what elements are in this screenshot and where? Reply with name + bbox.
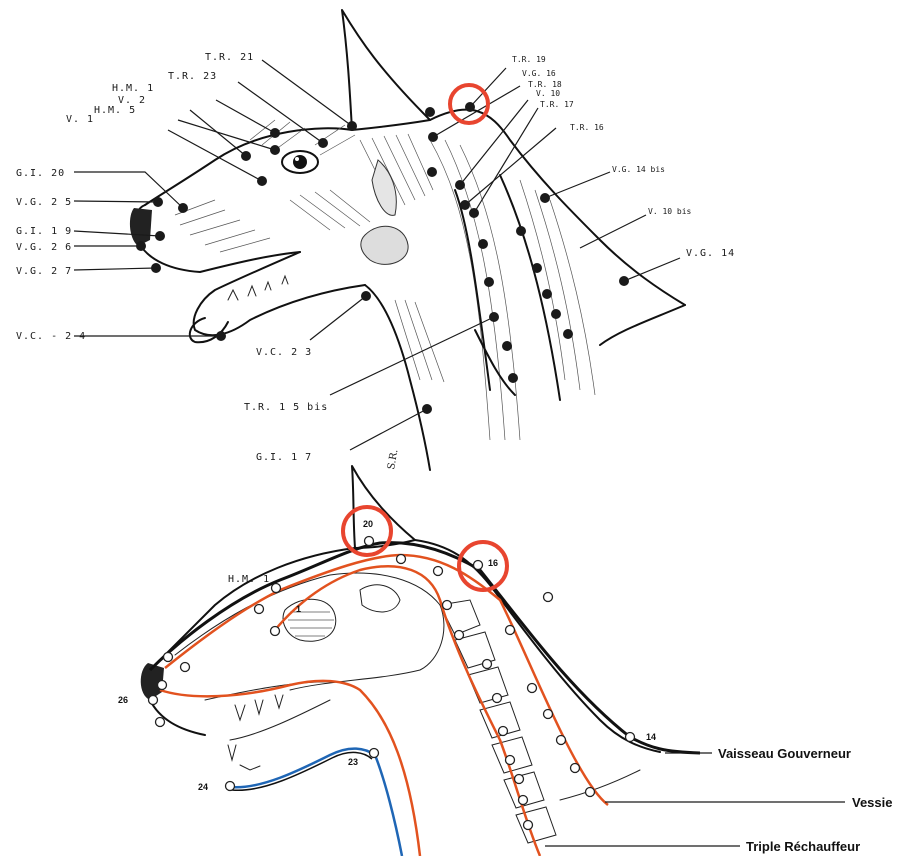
skull-mark-1: 1 (296, 604, 301, 614)
meridian-label-vaisseau-gouverneur: Vaisseau Gouverneur (718, 746, 851, 761)
label-vg16: V.G. 16 (522, 69, 556, 78)
label-tr23: T.R. 23 (168, 71, 217, 82)
meridian-label-triple-rechauffeur: Triple Réchauffeur (746, 839, 860, 854)
label-vg27: V.G. 2 7 (16, 266, 72, 277)
label-vg14bis: V.G. 14 bis (612, 165, 665, 174)
point-label-26: 26 (118, 695, 128, 705)
label-v1: V. 1 (66, 114, 94, 125)
point-label-16: 16 (488, 558, 498, 568)
meridian-label-vessie: Vessie (852, 795, 893, 810)
point-label-20: 20 (363, 519, 373, 529)
label-hm1: H.M. 1 (112, 83, 154, 94)
point-label-23: 23 (348, 757, 358, 767)
meridian-blue-line (230, 749, 402, 856)
label-tr19: T.R. 19 (512, 55, 546, 64)
artist-signature: S.R. (386, 449, 400, 471)
label-vg25: V.G. 2 5 (16, 197, 72, 208)
label-vc24: V.C. - 2 4 (16, 331, 86, 342)
label-tr21: T.R. 21 (205, 52, 254, 63)
label-tr15bis: T.R. 1 5 bis (244, 402, 328, 413)
point-label-14: 14 (646, 732, 656, 742)
label-v10: V. 10 (536, 89, 560, 98)
label-tr18: T.R. 18 (528, 80, 562, 89)
label-hm5: H.M. 5 (94, 105, 136, 116)
label-vc23: V.C. 2 3 (256, 347, 312, 358)
label-tr16: T.R. 16 (570, 123, 604, 132)
point-label-24: 24 (198, 782, 208, 792)
bottom-dog-skull-drawing: 20 16 H.M. 1 26 24 23 14 1 Vaisseau Gouv… (118, 466, 893, 856)
point-label-hm1: H.M. 1 (228, 574, 270, 585)
label-vg26: V.G. 2 6 (16, 242, 72, 253)
label-gi17: G.I. 1 7 (256, 452, 312, 463)
label-vg14: V.G. 14 (686, 248, 735, 259)
label-v10bis: V. 10 bis (648, 207, 692, 216)
label-gi19: G.I. 1 9 (16, 226, 72, 237)
top-dog-head-drawing: T.R. 21 T.R. 23 H.M. 1 V. 2 H.M. 5 V. 1 … (16, 10, 735, 471)
label-tr17: T.R. 17 (540, 100, 574, 109)
label-gi20: G.I. 20 (16, 168, 65, 179)
